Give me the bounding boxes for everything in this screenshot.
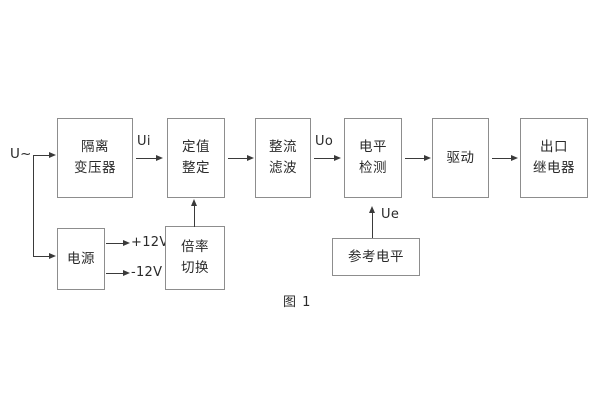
figure-caption: 图 1: [283, 295, 312, 310]
wire-level-to-drive: [405, 158, 425, 160]
wire-setting-to-rectify: [228, 158, 248, 160]
block-rectify-filter[interactable]: 整流 滤波: [255, 118, 311, 198]
block-setting-adjust[interactable]: 定值 整定: [167, 118, 225, 198]
arrowhead-to-output-relay: [511, 154, 518, 161]
block-drive[interactable]: 驱动: [432, 118, 489, 198]
block-reference-level[interactable]: 参考电平: [332, 238, 420, 276]
block-power-supply[interactable]: 电源: [57, 228, 105, 290]
block-isolation-transformer[interactable]: 隔离 变压器: [57, 118, 133, 198]
wire-multiplier-to-setting: [194, 205, 196, 227]
block-line: 隔离: [81, 139, 109, 156]
arrowhead-rail-negative: [123, 269, 130, 276]
block-line: 电源: [67, 250, 95, 267]
wire-rail-positive: [106, 243, 124, 245]
arrowhead-to-drive: [424, 154, 431, 161]
input-wire-to-power-supply: [33, 256, 50, 258]
block-line: 定值: [182, 139, 210, 156]
block-line: 倍率: [181, 239, 209, 256]
block-line: 变压器: [74, 160, 116, 176]
arrowhead-to-setting: [156, 154, 163, 161]
block-line: 驱动: [446, 149, 475, 166]
arrowhead-to-level-detect-ue: [368, 206, 375, 213]
block-line: 电平: [359, 139, 387, 156]
block-line: 切换: [181, 260, 209, 276]
rail-label-positive: +12V: [131, 235, 169, 250]
block-output-relay[interactable]: 出口 继电器: [520, 118, 588, 198]
arrowhead-rail-positive: [123, 239, 130, 246]
block-line: 整定: [182, 160, 210, 176]
block-line: 整流: [269, 139, 297, 156]
wire-drive-to-relay: [492, 158, 512, 160]
block-multiplier-switch[interactable]: 倍率 切换: [165, 226, 225, 290]
wire-rectify-to-level: [314, 158, 335, 160]
input-branch-vertical: [33, 155, 35, 257]
input-wire-to-transformer: [33, 155, 50, 157]
block-line: 检测: [359, 160, 387, 176]
block-level-detect[interactable]: 电平 检测: [344, 118, 402, 198]
arrowhead-to-transformer: [49, 151, 56, 158]
block-line: 滤波: [269, 160, 297, 176]
block-line: 参考电平: [348, 248, 404, 265]
signal-label-ue: Ue: [381, 207, 400, 222]
signal-label-ui: Ui: [137, 134, 151, 149]
signal-label-uo: Uo: [315, 134, 334, 149]
block-line: 出口: [540, 139, 568, 156]
wire-rail-negative: [106, 273, 124, 275]
arrowhead-to-power-supply: [49, 252, 56, 259]
wire-transformer-to-setting: [136, 158, 157, 160]
block-line: 继电器: [533, 160, 575, 176]
input-signal-label: U~: [10, 146, 32, 162]
arrowhead-to-setting-adjust: [190, 199, 197, 206]
rail-label-negative: -12V: [131, 265, 163, 280]
arrowhead-to-rectify: [247, 154, 254, 161]
arrowhead-to-level-detect: [334, 154, 341, 161]
wire-reference-to-level-detect: [372, 212, 374, 238]
